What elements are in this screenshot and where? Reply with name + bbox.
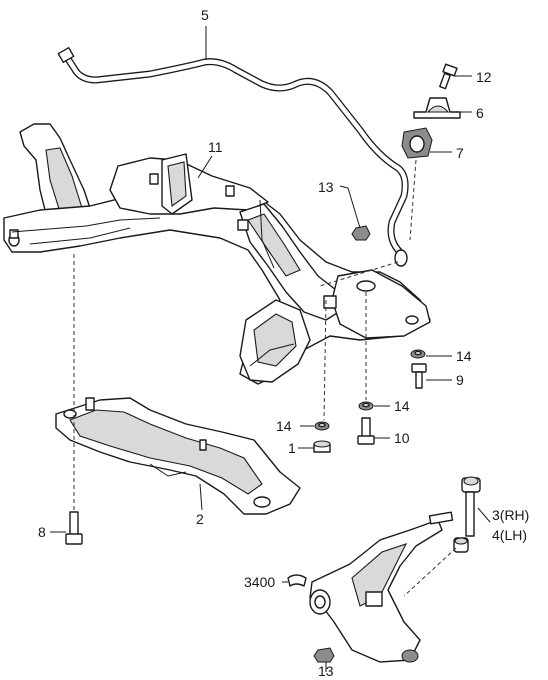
label-14-left: 14 [276, 418, 292, 434]
stabilizer-bushing [401, 127, 433, 159]
stabilizer-bracket [413, 97, 461, 119]
label-7: 7 [456, 145, 464, 161]
nut-13-upper [351, 225, 371, 241]
label-2: 2 [196, 511, 204, 527]
label-5: 5 [201, 7, 209, 23]
bolt-9 [411, 363, 427, 389]
label-6: 6 [476, 105, 484, 121]
nut-1 [313, 440, 331, 453]
label-13-upper: 13 [318, 179, 334, 195]
alignment-lines [73, 159, 457, 597]
label-11: 11 [208, 139, 223, 155]
nut-14-upper-right [410, 349, 426, 359]
bolt-8 [65, 511, 83, 545]
bolt-10 [357, 417, 375, 445]
bracket-bolt [439, 63, 458, 90]
label-4-lh: 4(LH) [492, 527, 527, 543]
sub-crossmember [55, 397, 301, 515]
nut-14-right [358, 401, 374, 411]
lower-control-arm [309, 511, 454, 663]
label-14-right: 14 [394, 398, 410, 414]
label-1: 1 [288, 440, 296, 456]
nut-13-lower [313, 647, 335, 663]
label-12: 12 [476, 69, 492, 85]
label-10: 10 [394, 430, 410, 446]
crossmember-frame [3, 123, 431, 385]
leader-lines [50, 26, 491, 672]
washer-14-left [314, 421, 330, 431]
label-13-lower: 13 [318, 663, 334, 679]
label-3-rh: 3(RH) [492, 507, 529, 523]
label-8: 8 [38, 524, 46, 540]
bushing-3400 [287, 574, 307, 587]
stabilizer-link [453, 476, 481, 553]
label-3400: 3400 [244, 574, 275, 590]
part-labels: 5 12 6 7 11 13 14 9 14 14 1 10 2 8 3(RH)… [38, 7, 529, 679]
label-14-upper: 14 [456, 348, 472, 364]
label-9: 9 [456, 372, 464, 388]
